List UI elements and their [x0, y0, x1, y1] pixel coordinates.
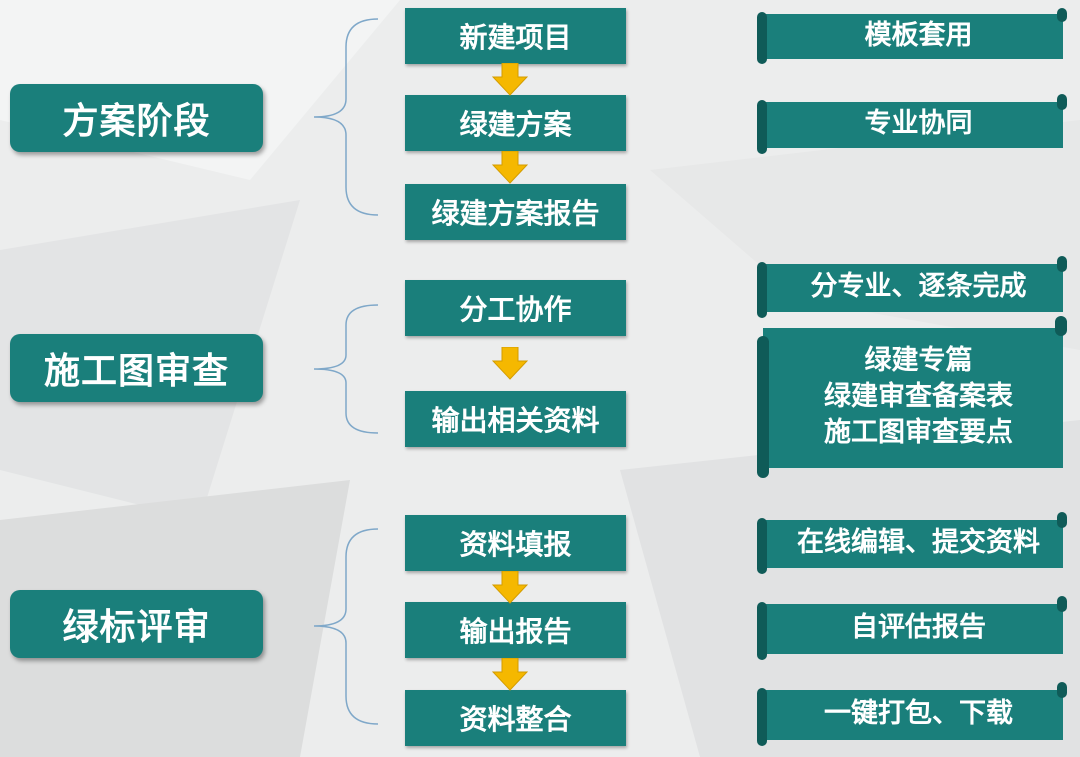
feature-line: 一键打包、下载 [824, 698, 1013, 729]
feature-text: 分专业、逐条完成 [777, 254, 1060, 320]
feature-line: 专业协同 [864, 108, 973, 139]
phase-scheme: 方案阶段 [10, 84, 263, 152]
feature-self-assessment-report: 自评估报告 [755, 594, 1068, 662]
step-green-scheme: 绿建方案 [405, 95, 626, 151]
step-green-scheme-report: 绿建方案报告 [405, 184, 626, 240]
phase-construction-review: 施工图审查 [10, 334, 263, 402]
feature-line: 在线编辑、提交资料 [797, 527, 1040, 558]
feature-text: 自评估报告 [777, 594, 1060, 662]
step-output-report: 输出报告 [405, 602, 626, 658]
feature-one-click-package-download: 一键打包、下载 [755, 680, 1068, 748]
feature-text: 在线编辑、提交资料 [777, 510, 1060, 576]
step-label: 资料填报 [459, 528, 572, 561]
step-data-filling: 资料填报 [405, 515, 626, 571]
step-label: 输出报告 [459, 615, 572, 648]
feature-line: 施工图审查要点 [824, 417, 1013, 448]
step-new-project: 新建项目 [405, 8, 626, 64]
feature-text: 模板套用 [777, 6, 1060, 66]
feature-text: 专业协同 [777, 92, 1060, 156]
feature-line: 绿建审查备案表 [824, 381, 1013, 412]
feature-output-documents: 绿建专篇 绿建审查备案表 施工图审查要点 [755, 314, 1068, 480]
brace-construction-review [313, 304, 379, 434]
feature-online-edit-submit: 在线编辑、提交资料 [755, 510, 1068, 576]
arrow-down-icon [492, 151, 528, 184]
phase-label: 施工图审查 [43, 351, 229, 392]
feature-professional-collaboration: 专业协同 [755, 92, 1068, 156]
step-label: 新建项目 [459, 21, 572, 54]
feature-text: 一键打包、下载 [777, 680, 1060, 748]
feature-text: 绿建专篇 绿建审查备案表 施工图审查要点 [777, 314, 1060, 480]
phase-label: 方案阶段 [62, 101, 211, 142]
phase-label: 绿标评审 [62, 607, 211, 648]
feature-line: 绿建专篇 [864, 345, 973, 376]
arrow-down-icon [492, 347, 528, 380]
step-label: 绿建方案报告 [431, 197, 600, 230]
step-label: 输出相关资料 [431, 404, 600, 437]
step-label: 分工协作 [459, 293, 572, 326]
arrow-down-icon [492, 63, 528, 96]
brace-green-label-review [313, 528, 379, 725]
step-data-integration: 资料整合 [405, 690, 626, 746]
arrow-down-icon [492, 658, 528, 691]
phase-green-label-review: 绿标评审 [10, 590, 263, 658]
feature-line: 模板套用 [864, 20, 973, 51]
step-label: 绿建方案 [459, 108, 572, 141]
feature-template-apply: 模板套用 [755, 6, 1068, 66]
brace-scheme [313, 18, 379, 216]
step-output-materials: 输出相关资料 [405, 391, 626, 447]
feature-line: 自评估报告 [851, 612, 986, 643]
feature-line: 分专业、逐条完成 [810, 271, 1027, 302]
arrow-down-icon [492, 571, 528, 604]
step-division-collaboration: 分工协作 [405, 280, 626, 336]
feature-complete-item-by-item: 分专业、逐条完成 [755, 254, 1068, 320]
step-label: 资料整合 [459, 703, 572, 736]
